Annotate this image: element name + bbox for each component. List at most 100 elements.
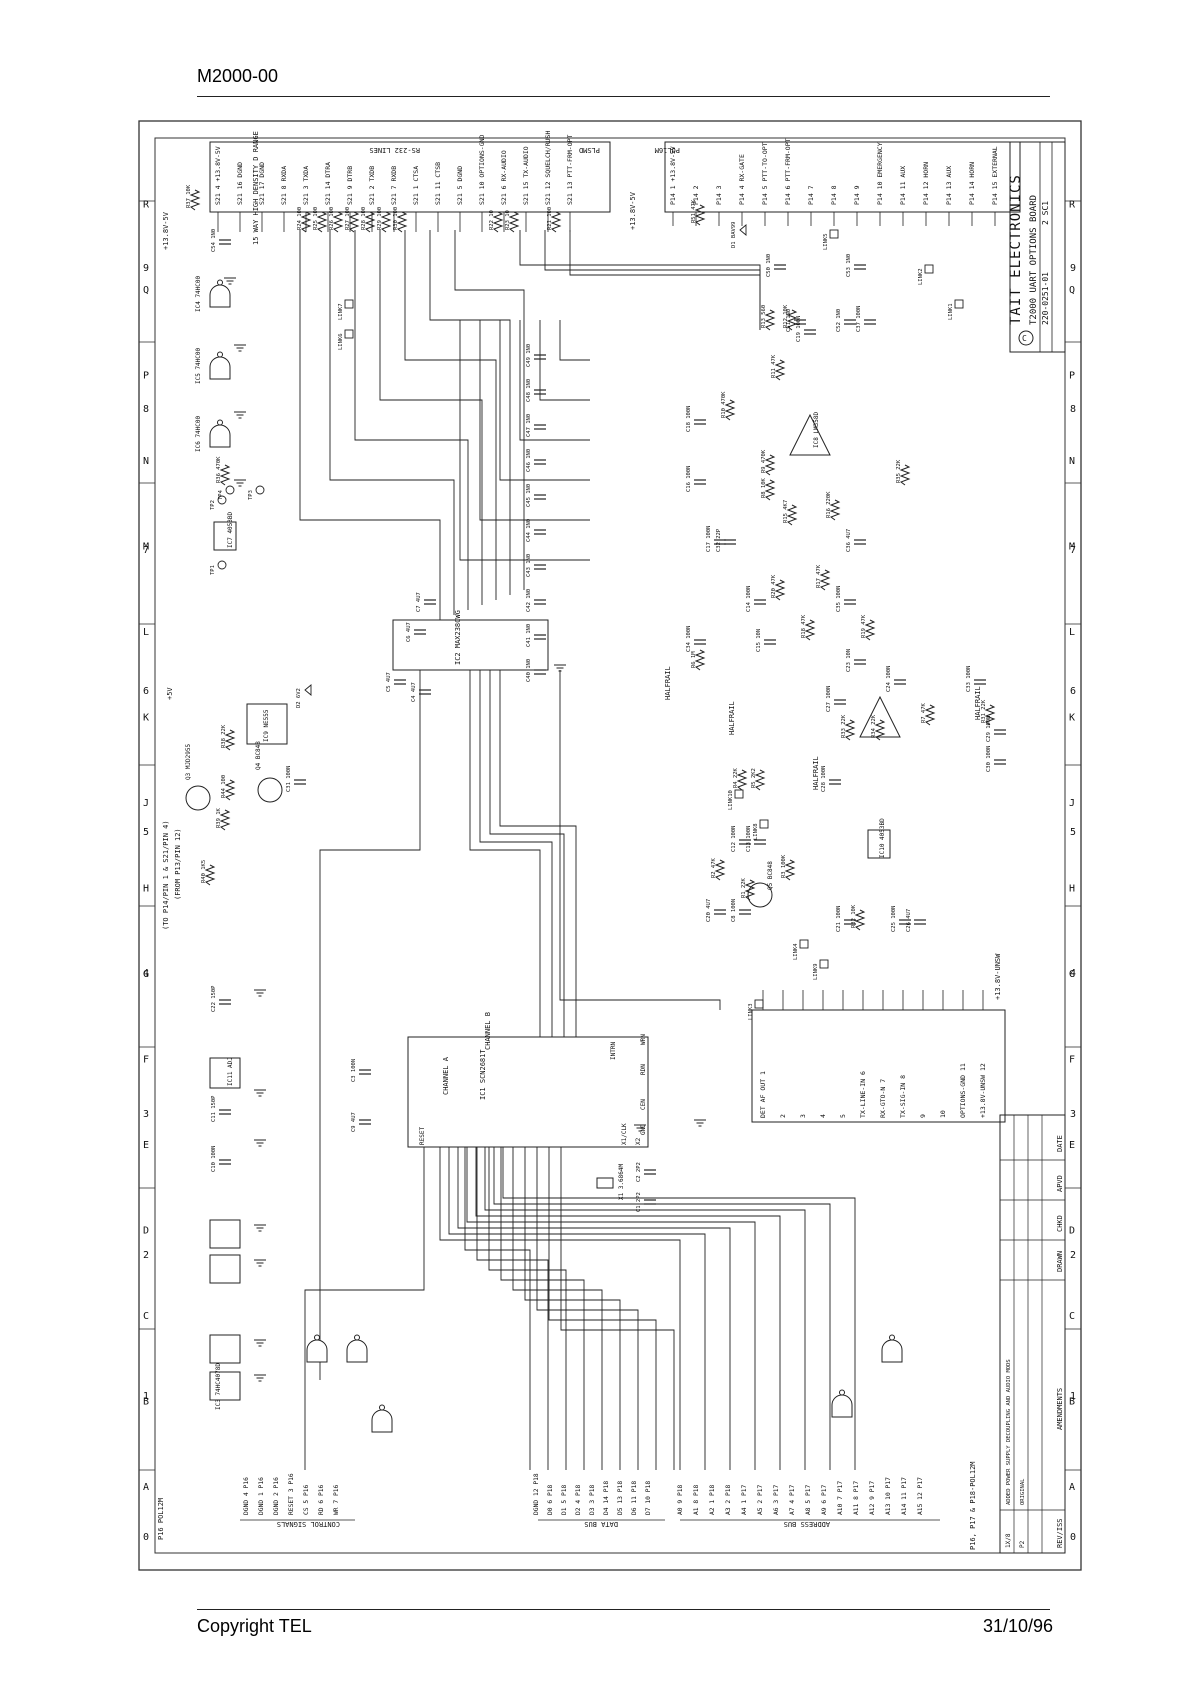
zone-number-2: 2 <box>1070 1250 1076 1261</box>
zone-number-6: 6 <box>1070 686 1076 697</box>
svg-text:R16 220K: R16 220K <box>826 491 832 518</box>
capacitor-8: C46 1N0 <box>526 449 547 472</box>
zone-number-8: 8 <box>143 404 149 415</box>
resistor-21: R18 47K <box>801 614 815 641</box>
resistor-28: R5 2K2 <box>751 768 765 791</box>
svg-text:C40 1N0: C40 1N0 <box>526 659 532 682</box>
zone-letter-L: L <box>143 627 149 638</box>
address-bus-pin-7: A7 4 P17 <box>789 1484 796 1515</box>
zone-letter-right-P: P <box>1069 371 1075 382</box>
uart-reset: RESET <box>419 1127 426 1145</box>
address-bus-pin-6: A6 3 P17 <box>773 1484 780 1515</box>
p13-pin-4: 5 <box>839 1114 847 1118</box>
svg-text:R35 22K: R35 22K <box>896 459 902 483</box>
halfrail-label-1: HALFRAIL <box>664 666 672 700</box>
resistor-6: R29 100 <box>377 207 391 233</box>
rev-entry-1: 1X/8 <box>1005 1533 1012 1548</box>
svg-text:C33 100N: C33 100N <box>966 666 972 693</box>
capacitor-9: C45 1N0 <box>526 484 547 507</box>
ground-symbol-9 <box>253 1339 267 1347</box>
s21-pin-12: S21 10 OPTIONS-GND <box>478 134 486 205</box>
resistor-30: R7 47K <box>921 702 935 726</box>
data-bus-pin-3: D2 4 P18 <box>575 1484 582 1515</box>
resistor-23: R20 47K <box>771 574 785 601</box>
svg-text:C27 100N: C27 100N <box>826 686 832 713</box>
svg-text:C49 1N0: C49 1N0 <box>526 344 532 367</box>
p14-pin-2: P14 3 <box>715 185 723 205</box>
uart-intrn: INTRN <box>610 1042 617 1060</box>
p14-pin-1: P14 2 <box>692 185 700 205</box>
resistor-15: R10 470K <box>721 391 735 421</box>
p13-pin-1: 2 <box>779 1114 787 1118</box>
uart-channel-b: CHANNEL B <box>484 1012 492 1050</box>
pol16m-label: POL16M <box>655 146 680 154</box>
capacitor-6: C48 1N0 <box>526 379 547 402</box>
svg-text:C12 100N: C12 100N <box>731 826 737 853</box>
zone-letter-F: F <box>143 1055 149 1066</box>
svg-text:R40 1K5: R40 1K5 <box>201 860 207 883</box>
s21-pin-4: S21 3 TXDA <box>302 166 310 205</box>
svg-text:C30 100N: C30 100N <box>986 746 992 773</box>
zone-letter-G: G <box>143 969 149 980</box>
test-point-0: TP1 <box>210 560 227 575</box>
address-bus-pin-1: A1 8 P18 <box>693 1484 700 1515</box>
ic8-opamp-b <box>859 695 901 738</box>
p14-note: (TO P14/PIN 1 & S21/PIN 4) <box>162 820 170 930</box>
zone-letter-D: D <box>143 1226 149 1237</box>
svg-text:TP2: TP2 <box>210 500 216 510</box>
outer-frame <box>138 120 1082 1571</box>
connector-p14-block <box>664 141 1021 213</box>
resistor-34: R34 22K <box>871 714 885 741</box>
q3-transistor <box>185 785 211 811</box>
svg-text:R31 22K: R31 22K <box>981 699 987 723</box>
svg-text:C25 100N: C25 100N <box>891 906 897 933</box>
capacitor-2: C53 1N0 <box>846 254 867 277</box>
test-point-3: TP4 <box>218 485 235 500</box>
ic10-switch-body <box>867 829 891 859</box>
svg-text:C20 4U7: C20 4U7 <box>706 899 712 922</box>
svg-text:R39 1K: R39 1K <box>216 807 222 828</box>
apvd-header: APVD <box>1056 1175 1064 1192</box>
zone-letter-P: P <box>143 371 149 382</box>
resistor-25: R2 47K <box>711 857 725 881</box>
svg-text:C7 4U7: C7 4U7 <box>416 592 422 612</box>
svg-text:R24 100: R24 100 <box>297 207 303 230</box>
address-bus-pin-5: A5 2 P17 <box>757 1484 764 1515</box>
p14-pin-6: P14 7 <box>807 185 815 205</box>
s21-bus-wiring <box>299 230 761 1380</box>
resistor-13: R13 560 <box>761 305 775 331</box>
plus13unsw-label: +13.8V-UNSW <box>994 953 1002 1000</box>
svg-text:R19 47K: R19 47K <box>861 614 867 638</box>
control-pin-2: DGND 2 P16 <box>273 1477 280 1515</box>
svg-text:R1 22K: R1 22K <box>741 877 747 898</box>
zone-number-9: 9 <box>1070 263 1076 274</box>
capacitor-24: C1 2P2 <box>636 1192 657 1212</box>
ground-symbol-11 <box>693 1119 707 1127</box>
ground-symbol-1 <box>233 344 247 352</box>
address-bus-pin-14: A14 11 P17 <box>901 1477 908 1515</box>
zone-number-5: 5 <box>1070 827 1076 838</box>
uart-x2: X2 <box>635 1137 642 1145</box>
svg-text:C9 4U7: C9 4U7 <box>351 1112 357 1132</box>
capacitor-43: C29 100N <box>986 716 1007 742</box>
uart-rdn: RDN <box>640 1064 647 1075</box>
test-point-1: TP2 <box>210 495 227 510</box>
svg-text:C6 4U7: C6 4U7 <box>406 622 412 642</box>
p13-pin-2: 3 <box>799 1114 807 1118</box>
svg-text:C1 2P2: C1 2P2 <box>636 1192 642 1212</box>
svg-text:C50 1N0: C50 1N0 <box>766 254 772 277</box>
zone-letter-right-B: B <box>1069 1397 1075 1408</box>
zone-letter-right-G: G <box>1069 969 1075 980</box>
p14-pin-7: P14 8 <box>830 185 838 205</box>
amend-entry-1: ADDED POWER SUPPLY DECOUPLING AND AUDIO … <box>1006 1359 1012 1505</box>
zone-letter-M: M <box>143 542 149 553</box>
p13-pin-5: TX-LINE-IN 6 <box>859 1071 867 1118</box>
capacitor-44: C30 100N <box>986 746 1007 773</box>
date-header: DATE <box>1056 1135 1064 1152</box>
control-pin-5: RD 6 P16 <box>318 1484 325 1515</box>
data-bus-pin-1: D0 6 P18 <box>547 1484 554 1515</box>
zone-letter-right-N: N <box>1069 456 1075 467</box>
